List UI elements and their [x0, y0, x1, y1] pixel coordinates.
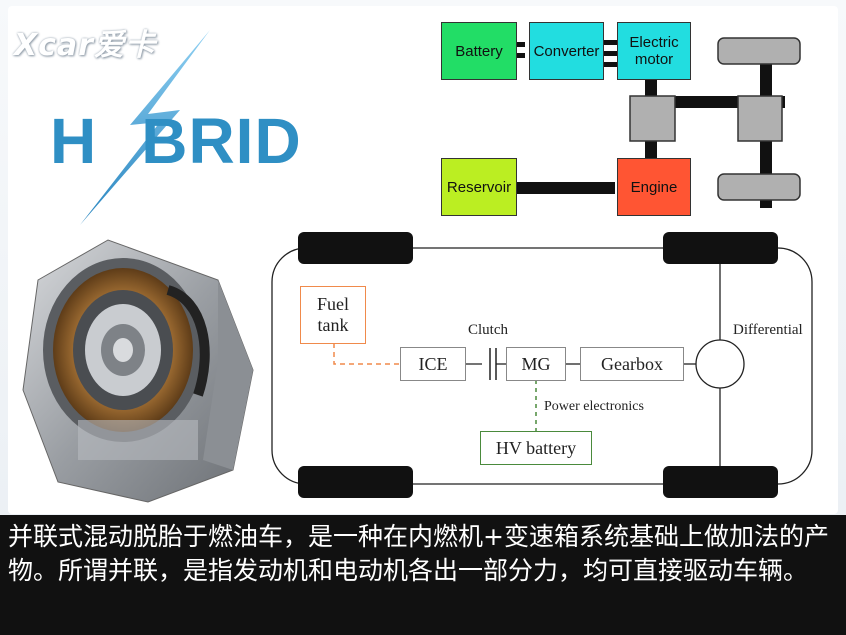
parallel-hybrid-schematic: [271, 232, 813, 498]
clutch-label: Clutch: [468, 322, 508, 338]
rear-wheel: [717, 173, 801, 201]
fuel-dashed-line: [333, 316, 400, 365]
hybrid-logo-left: H: [50, 105, 98, 177]
front-wheel: [717, 37, 801, 65]
gearbox-box: Gearbox: [580, 347, 684, 381]
caption-text: 并联式混动脱胎于燃油车，是一种在内燃机+变速箱系统基础上做加法的产物。所谓并联，…: [8, 522, 829, 585]
engine-label: Engine: [630, 178, 678, 196]
wheel-rear-left: [298, 466, 413, 498]
watermark-logo: Xcar爱卡: [14, 28, 156, 63]
electric-motor-label: Electric motor: [629, 34, 679, 68]
wheel-rear-right: [663, 466, 778, 498]
hybrid-logo: H BRID: [50, 104, 302, 178]
gearbox-label: Gearbox: [601, 353, 663, 374]
powertrain-block-diagram: [515, 37, 801, 208]
fuel-tank-label: Fuel tank: [316, 294, 349, 335]
hv-battery-box: HV battery: [480, 431, 592, 465]
battery-label: Battery: [455, 42, 503, 60]
differential-label: Differential: [733, 322, 803, 338]
electric-motor-box: Electric motor: [617, 22, 691, 80]
reservoir-label: Reservoir: [446, 178, 512, 196]
engine-box: Engine: [617, 158, 691, 216]
converter-box: Converter: [529, 22, 604, 80]
mg-label: MG: [521, 353, 551, 374]
wheel-front-left: [298, 232, 413, 264]
vehicle-outline: [271, 247, 813, 485]
battery-box: Battery: [441, 22, 517, 80]
hv-battery-label: HV battery: [495, 437, 577, 458]
differential-circle: [695, 339, 745, 389]
reservoir-box: Reservoir: [441, 158, 517, 216]
wheel-front-right: [663, 232, 778, 264]
converter-label: Converter: [533, 42, 600, 60]
ice-label: ICE: [418, 353, 448, 374]
ice-box: ICE: [400, 347, 466, 381]
fuel-line: [515, 182, 615, 194]
mg-box: MG: [506, 347, 566, 381]
power-electronics-label: Power electronics: [544, 399, 644, 414]
differential-block: [737, 95, 783, 142]
hybrid-logo-right: BRID: [141, 105, 302, 177]
hybrid-motor-illustration: [22, 239, 254, 503]
caption-bar: [0, 515, 846, 635]
gearbox-block: [629, 95, 676, 142]
fuel-tank-box: Fuel tank: [300, 286, 366, 344]
